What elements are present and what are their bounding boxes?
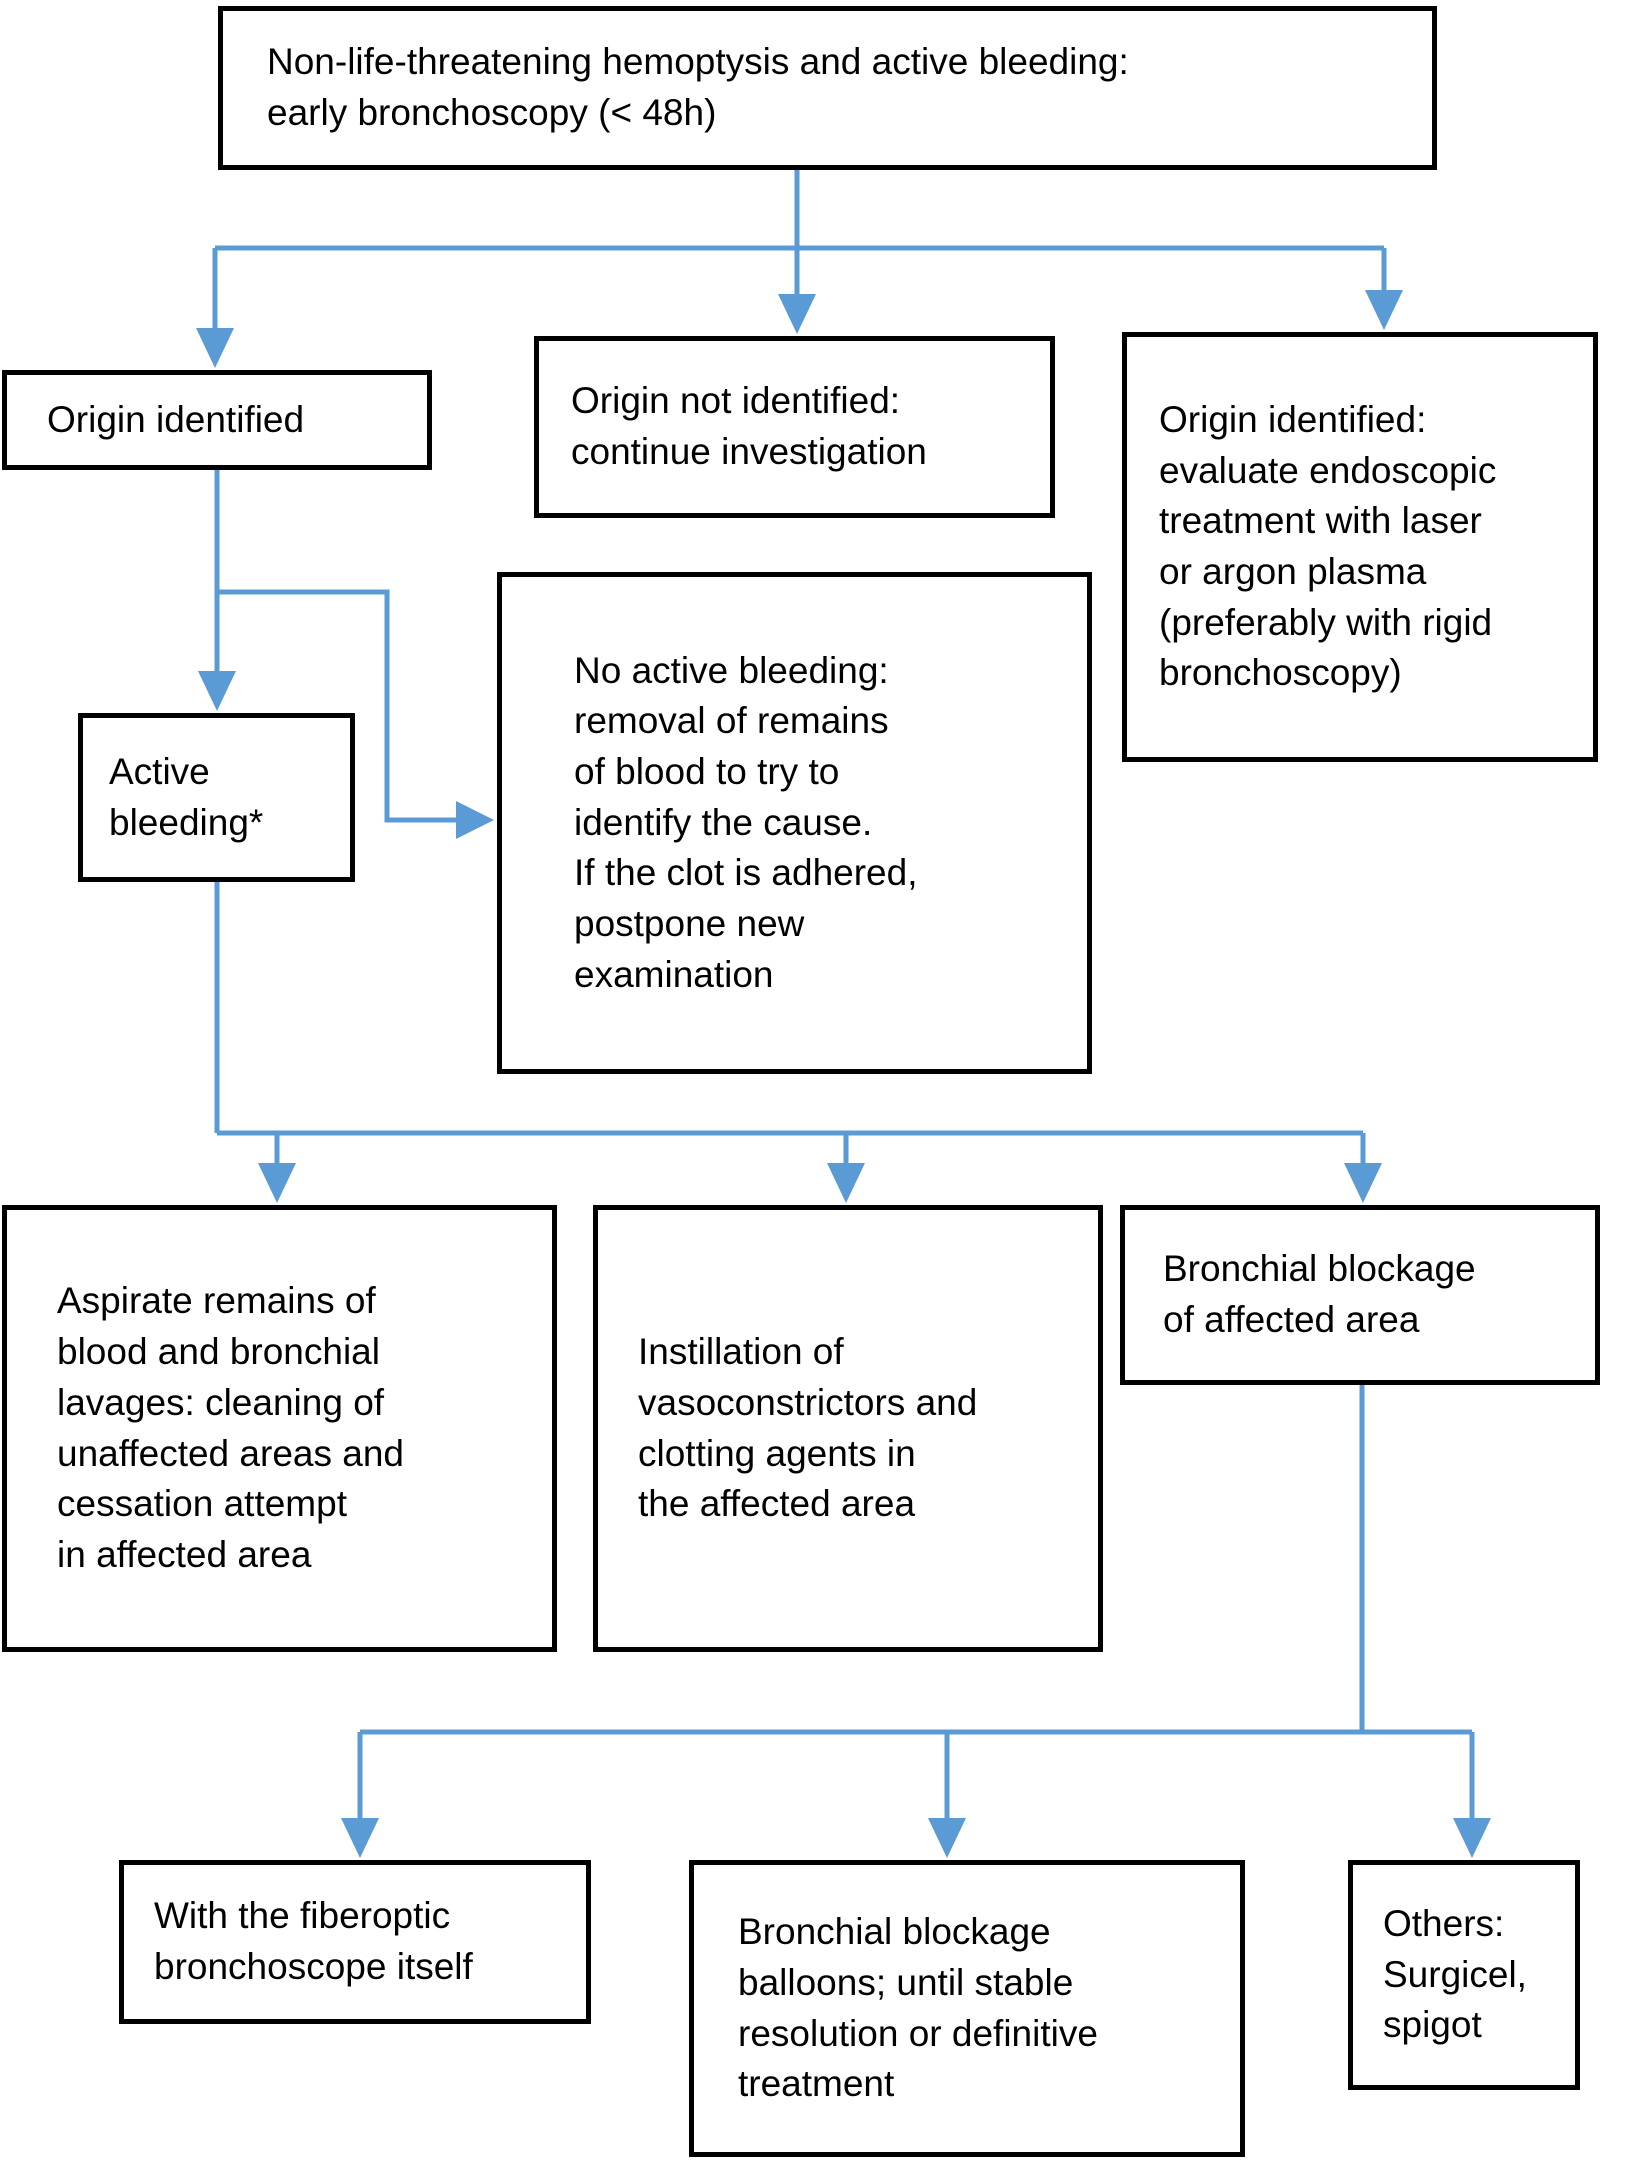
- node-origin-identified-label: Origin identified: [47, 398, 305, 440]
- node-start: Non-life-threatening hemoptysis and acti…: [218, 6, 1437, 170]
- node-origin-identified: Origin identified: [2, 370, 432, 470]
- node-bronchial-blockage: Bronchial blockage of affected area: [1120, 1205, 1600, 1385]
- arrow-down-icon: [1344, 1163, 1382, 1203]
- node-balloons: Bronchial blockage balloons; until stabl…: [689, 1860, 1245, 2157]
- node-instillation-label: Instillation of vasoconstrictors and clo…: [638, 1331, 978, 1525]
- node-aspirate-label: Aspirate remains of blood and bronchial …: [57, 1280, 404, 1575]
- node-others: Others: Surgicel, spigot: [1348, 1860, 1580, 2090]
- arrow-down-icon: [1365, 290, 1403, 330]
- node-start-label: Non-life-threatening hemoptysis and acti…: [267, 41, 1129, 133]
- node-others-label: Others: Surgicel, spigot: [1383, 1902, 1527, 2046]
- node-origin-not-identified-label: Origin not identified: continue investig…: [571, 380, 927, 472]
- arrow-down-icon: [198, 671, 236, 711]
- arrow-down-icon: [341, 1818, 379, 1858]
- arrow-down-icon: [258, 1163, 296, 1203]
- arrow-down-icon: [196, 328, 234, 368]
- arrow-right-icon: [456, 801, 494, 839]
- connector-to-no-active-bleeding: [217, 589, 458, 823]
- node-active-bleeding-label: Active bleeding*: [109, 750, 264, 843]
- node-aspirate: Aspirate remains of blood and bronchial …: [2, 1205, 557, 1652]
- arrow-down-icon: [928, 1818, 966, 1858]
- node-fiberoptic-label: With the fiberoptic bronchoscope itself: [154, 1895, 473, 1987]
- node-fiberoptic: With the fiberoptic bronchoscope itself: [119, 1860, 591, 2024]
- node-no-active-bleeding-label: No active bleeding: removal of remains o…: [574, 649, 918, 995]
- node-origin-endoscopic-label: Origin identified: evaluate endoscopic t…: [1159, 398, 1497, 694]
- node-active-bleeding: Active bleeding*: [78, 713, 355, 882]
- node-balloons-label: Bronchial blockage balloons; until stabl…: [738, 1911, 1098, 2105]
- node-instillation: Instillation of vasoconstrictors and clo…: [593, 1205, 1103, 1652]
- node-origin-not-identified: Origin not identified: continue investig…: [534, 336, 1055, 518]
- arrow-down-icon: [778, 294, 816, 334]
- node-no-active-bleeding: No active bleeding: removal of remains o…: [497, 572, 1092, 1074]
- arrow-down-icon: [827, 1163, 865, 1203]
- arrow-down-icon: [1453, 1818, 1491, 1858]
- node-origin-endoscopic: Origin identified: evaluate endoscopic t…: [1122, 332, 1598, 762]
- node-bronchial-blockage-label: Bronchial blockage of affected area: [1163, 1248, 1476, 1340]
